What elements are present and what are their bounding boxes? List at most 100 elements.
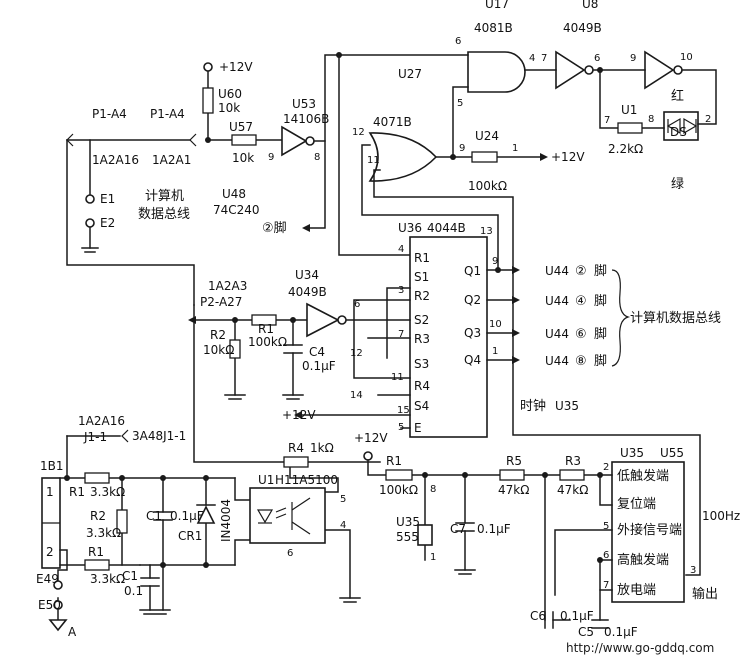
capacitor-c7: [455, 522, 475, 532]
resistor-2k2: [617, 122, 643, 134]
label-u60-val: 10k: [218, 101, 240, 115]
terminal-e50: [53, 600, 63, 610]
label-r2-val: 10kΩ: [203, 343, 234, 357]
label-c7: C7: [450, 522, 466, 536]
u36-s2: S2: [414, 313, 429, 327]
u44-unit: 脚: [594, 326, 607, 342]
u36-s1: S1: [414, 270, 429, 284]
pin-u36-11: 11: [391, 372, 404, 383]
u44-output-3: U44 ⑥ 脚: [545, 326, 607, 342]
label-c5-val: 0.1μF: [604, 625, 638, 639]
connector-arrow-3a48: [121, 429, 129, 443]
label-c7-val: 0.1μF: [477, 522, 511, 536]
pin-inv-in: 7: [541, 53, 547, 64]
inverter-4049b-2: [644, 50, 683, 90]
pin-q3: 10: [489, 319, 502, 330]
label-r2a-val: 3.3kΩ: [86, 526, 121, 540]
label-r1-val: 100kΩ: [248, 335, 287, 349]
label-e49: E49: [36, 572, 59, 586]
u36-r1: R1: [414, 251, 430, 265]
pin-u36-r1: 4: [398, 244, 404, 255]
u36-r4: R4: [414, 379, 430, 393]
ic-u35-555-small: [417, 524, 433, 546]
label-4044b: 4044B: [427, 221, 466, 235]
resistor-r1-3k3: [84, 472, 110, 484]
label-4049b-u34: 4049B: [288, 285, 327, 299]
capacitor-c1: [153, 511, 173, 521]
label-vcc-top: +12V: [219, 60, 253, 74]
capacitor-c6: [544, 611, 554, 629]
label-100k-u24: 100kΩ: [468, 179, 507, 193]
label-ground-a: A: [68, 625, 77, 639]
label-u17: U17: [485, 0, 509, 11]
connector-p1a4-right: [189, 133, 197, 147]
pin-u36-15: 15: [397, 405, 410, 416]
pin-u36-3: 3: [398, 285, 404, 296]
u44-ref: U44: [545, 354, 569, 368]
vcc-terminal-top: [203, 62, 213, 72]
wires-top-left: [66, 71, 283, 306]
u44-unit: 脚: [594, 293, 607, 309]
pin-u35-5: 5: [603, 521, 609, 532]
label-p1a4-left: P1-A4: [92, 107, 127, 121]
pin-u36-6: 6: [354, 299, 360, 310]
ground-opto: [339, 597, 361, 603]
label-c1-val: 0.1μF: [170, 509, 204, 523]
label-r1c: R1: [386, 454, 402, 468]
label-p2a27: P2-A27: [200, 295, 242, 309]
label-r4: R4: [288, 441, 304, 455]
label-u35: U35: [620, 446, 644, 460]
label-c6: C6: [530, 609, 546, 623]
pin2-arrow: [302, 224, 310, 232]
label-u27: U27: [398, 67, 422, 81]
pin-inv2-out: 10: [680, 52, 693, 63]
pin-inv-out: 6: [594, 53, 600, 64]
inverter-4049b-1: [555, 50, 594, 90]
label-r1a-val: 3.3kΩ: [90, 485, 125, 499]
label-u57: U57: [229, 120, 253, 134]
u36-q4: Q4: [464, 353, 481, 367]
u36-q1: Q1: [464, 264, 481, 278]
label-j1-1: J1-1: [83, 430, 107, 444]
diode-cr1-in4004: [196, 504, 216, 524]
ground-c1b: [139, 609, 171, 615]
arrow-12v-s4: [294, 411, 302, 419]
resistor-r1-100k: [251, 314, 277, 326]
label-bus-top-2: 数据总线: [138, 207, 190, 222]
pin-and-in2: 5: [457, 98, 463, 109]
label-c5: C5: [578, 625, 594, 639]
watermark: http://www.go-gddq.com: [566, 641, 714, 655]
label-r1b-val: 3.3kΩ: [90, 572, 125, 586]
label-e1: E1: [100, 192, 115, 206]
label-cr1: CR1: [178, 529, 202, 543]
label-in4004: IN4004: [219, 499, 233, 542]
pin-q4: 1: [492, 346, 498, 357]
u36-q2: Q2: [464, 293, 481, 307]
label-u57-val: 10k: [232, 151, 254, 165]
label-vcc-555: +12V: [354, 431, 388, 445]
u44-output-4: U44 ⑧ 脚: [545, 353, 607, 369]
ground-e2: [81, 247, 99, 253]
connector-p1a4-left: [66, 133, 74, 147]
label-p1a4-right: P1-A4: [150, 107, 185, 121]
resistor-r1b-3k3: [84, 559, 110, 571]
timer-discharge: 放电端: [617, 583, 656, 598]
label-14106b: 14106B: [283, 112, 329, 126]
capacitor-c5: [591, 619, 609, 629]
timer-frequency: 100Hz: [702, 509, 740, 523]
label-1b1: 1B1: [40, 459, 64, 473]
label-clock: 时钟: [520, 398, 546, 414]
pin-q1: 9: [492, 256, 498, 267]
label-pin2-ref: ②脚: [262, 220, 287, 236]
pin-or-in2: 11: [367, 155, 380, 166]
pin-opto-5: 5: [340, 494, 346, 505]
ic-u36-4044b: [409, 236, 488, 438]
pin-led: 2: [705, 114, 711, 125]
pin-and-in: 6: [455, 36, 461, 47]
label-e50: E50: [38, 598, 61, 612]
wires-bottom-left: [57, 304, 381, 621]
label-u35-small: U35: [396, 515, 420, 529]
pin-555-1: 1: [430, 552, 436, 563]
label-r2a: R2: [90, 509, 106, 523]
label-tb-pin1: 1: [46, 485, 54, 499]
